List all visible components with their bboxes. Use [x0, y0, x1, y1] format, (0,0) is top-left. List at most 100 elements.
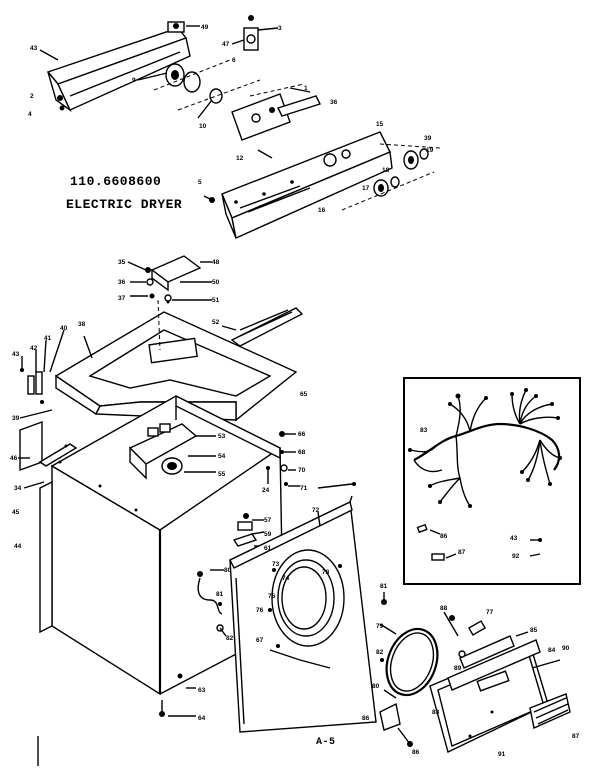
callout-36b: 36 [118, 279, 126, 286]
lint-screen [221, 307, 304, 347]
callout-70: 70 [298, 467, 306, 474]
callout-86b: 86 [412, 749, 420, 756]
callout-49a: 49 [201, 24, 209, 31]
callout-inset-83: 83 [420, 427, 428, 434]
callout-38: 38 [78, 321, 86, 328]
callout-74: 74 [282, 575, 290, 582]
callout-81: 81 [216, 591, 224, 598]
switch-assembly [231, 15, 279, 51]
rear-screws [266, 431, 356, 489]
callout-2: 2 [30, 93, 34, 100]
page-reference: A-5 [316, 737, 336, 748]
callout-73: 73 [272, 561, 280, 568]
callout-79: 79 [376, 623, 384, 630]
callout-9a: 9 [132, 77, 136, 84]
top-hinge-bracket [127, 255, 212, 351]
callout-43a: 43 [30, 45, 38, 52]
top-cover [54, 311, 298, 422]
callout-85: 85 [530, 627, 538, 634]
callout-89: 89 [454, 665, 462, 672]
callout-53: 53 [218, 433, 226, 440]
callout-91: 91 [498, 751, 506, 758]
callout-75: 75 [268, 593, 276, 600]
backsplash-bracket [46, 21, 191, 113]
callout-39a: 39 [424, 135, 432, 142]
callout-54: 54 [218, 453, 226, 460]
callout-10: 10 [199, 123, 207, 130]
callout-42: 42 [30, 345, 38, 352]
callout-12: 12 [236, 155, 244, 162]
callout-90: 90 [562, 645, 570, 652]
left-bracket [18, 421, 78, 489]
callout-63: 63 [198, 687, 206, 694]
callout-61: 61 [264, 545, 272, 552]
callout-71: 71 [300, 485, 308, 492]
callout-41: 41 [44, 335, 52, 342]
callout-82: 82 [226, 635, 234, 642]
callout-46: 46 [10, 455, 18, 462]
control-bracket [231, 83, 321, 141]
callout-82b: 82 [376, 649, 384, 656]
callout-86: 86 [362, 715, 370, 722]
timer-knob-group [137, 59, 261, 119]
callout-80b: 80 [372, 683, 380, 690]
motor-wiring [197, 569, 227, 637]
callout-72: 72 [312, 507, 320, 514]
callout-18: 18 [382, 167, 390, 174]
callout-40: 40 [60, 325, 68, 332]
callout-64: 64 [198, 715, 206, 722]
callout-55: 55 [218, 471, 226, 478]
callout-59: 59 [264, 531, 272, 538]
front-panel [229, 495, 377, 733]
door-assembly [429, 639, 571, 753]
blower-housing [128, 423, 216, 480]
callout-51: 51 [212, 297, 220, 304]
diagram-title: ELECTRIC DRYER [66, 197, 182, 212]
callout-6: 6 [232, 57, 236, 64]
callout-44: 44 [14, 543, 22, 550]
door-hinge [379, 592, 413, 747]
left-clips [19, 329, 93, 419]
console-panel [221, 131, 393, 239]
callout-34: 34 [14, 485, 22, 492]
callout-68: 68 [298, 449, 306, 456]
callout-65: 65 [300, 391, 308, 398]
callout-52: 52 [212, 319, 220, 326]
callout-88: 88 [440, 605, 448, 612]
callout-17: 17 [362, 185, 370, 192]
callout-43b: 43 [12, 351, 20, 358]
callout-81b: 81 [380, 583, 388, 590]
callout-36a: 36 [330, 99, 338, 106]
callout-50: 50 [212, 279, 220, 286]
callout-48a: 48 [212, 259, 220, 266]
model-number: 110.6608600 [70, 174, 161, 189]
callout-15: 15 [376, 121, 384, 128]
wiring-inset [403, 377, 581, 585]
callout-19: 19 [426, 147, 434, 154]
door-switch [232, 513, 265, 547]
callout-47a: 47 [222, 41, 230, 48]
callout-inset-86: 86 [440, 533, 448, 540]
callout-39b: 39 [12, 415, 20, 422]
callout-inset-87: 87 [458, 549, 466, 556]
callout-4: 4 [28, 111, 32, 118]
callout-1: 1 [304, 85, 308, 92]
callout-3: 3 [278, 25, 282, 32]
callout-83: 83 [432, 709, 440, 716]
callout-inset-43: 43 [510, 535, 518, 542]
callout-35: 35 [118, 259, 126, 266]
callout-84: 84 [548, 647, 556, 654]
callout-57: 57 [264, 517, 272, 524]
callout-24: 24 [262, 487, 270, 494]
callout-78: 78 [322, 569, 330, 576]
callout-76: 76 [256, 607, 264, 614]
callout-87: 87 [572, 733, 580, 740]
callout-16: 16 [318, 207, 326, 214]
door-latch [443, 611, 561, 669]
callout-67: 67 [256, 637, 264, 644]
callout-inset-92: 92 [512, 553, 520, 560]
callout-77: 77 [486, 609, 494, 616]
callout-37: 37 [118, 295, 126, 302]
